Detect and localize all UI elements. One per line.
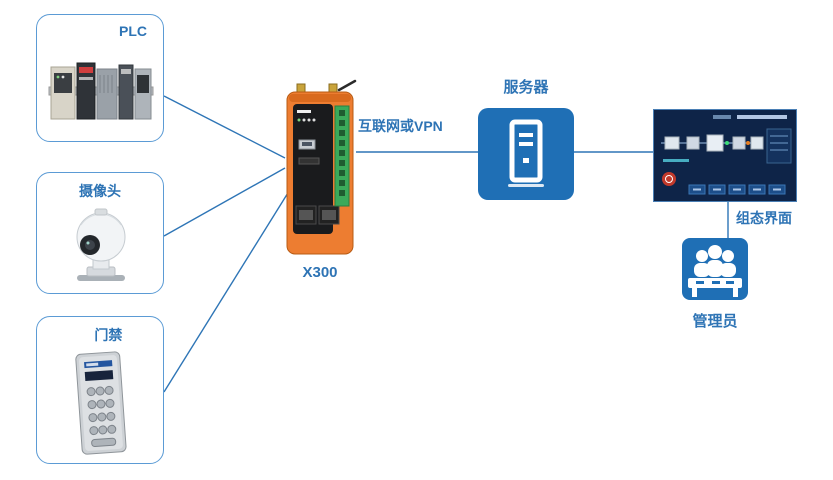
hmi-node xyxy=(653,109,797,202)
server-node xyxy=(478,108,574,200)
keypad-device-icon xyxy=(75,351,127,455)
door-access-label: 门禁 xyxy=(94,327,123,343)
camera-device-icon xyxy=(76,208,126,281)
admin-node xyxy=(682,238,748,300)
camera-label: 摄像头 xyxy=(79,183,121,199)
server-label: 服务器 xyxy=(503,79,549,96)
gateway-node xyxy=(283,78,357,260)
plc-node: PLC xyxy=(36,14,164,142)
hmi-dashboard-image xyxy=(653,109,797,202)
plc-device-icon xyxy=(48,62,154,120)
server-icon xyxy=(508,119,544,187)
plc-label: PLC xyxy=(119,23,147,39)
admin-label: 管理员 xyxy=(692,313,738,330)
camera-node: 摄像头 xyxy=(36,172,164,294)
wan-link-label: 互联网或VPN xyxy=(358,118,443,134)
hmi-label: 组态界面 xyxy=(736,210,792,226)
gateway-device-icon xyxy=(286,79,357,255)
door-access-node: 门禁 xyxy=(36,316,164,464)
gateway-label: X300 xyxy=(302,264,338,281)
admin-group-icon xyxy=(688,245,742,297)
